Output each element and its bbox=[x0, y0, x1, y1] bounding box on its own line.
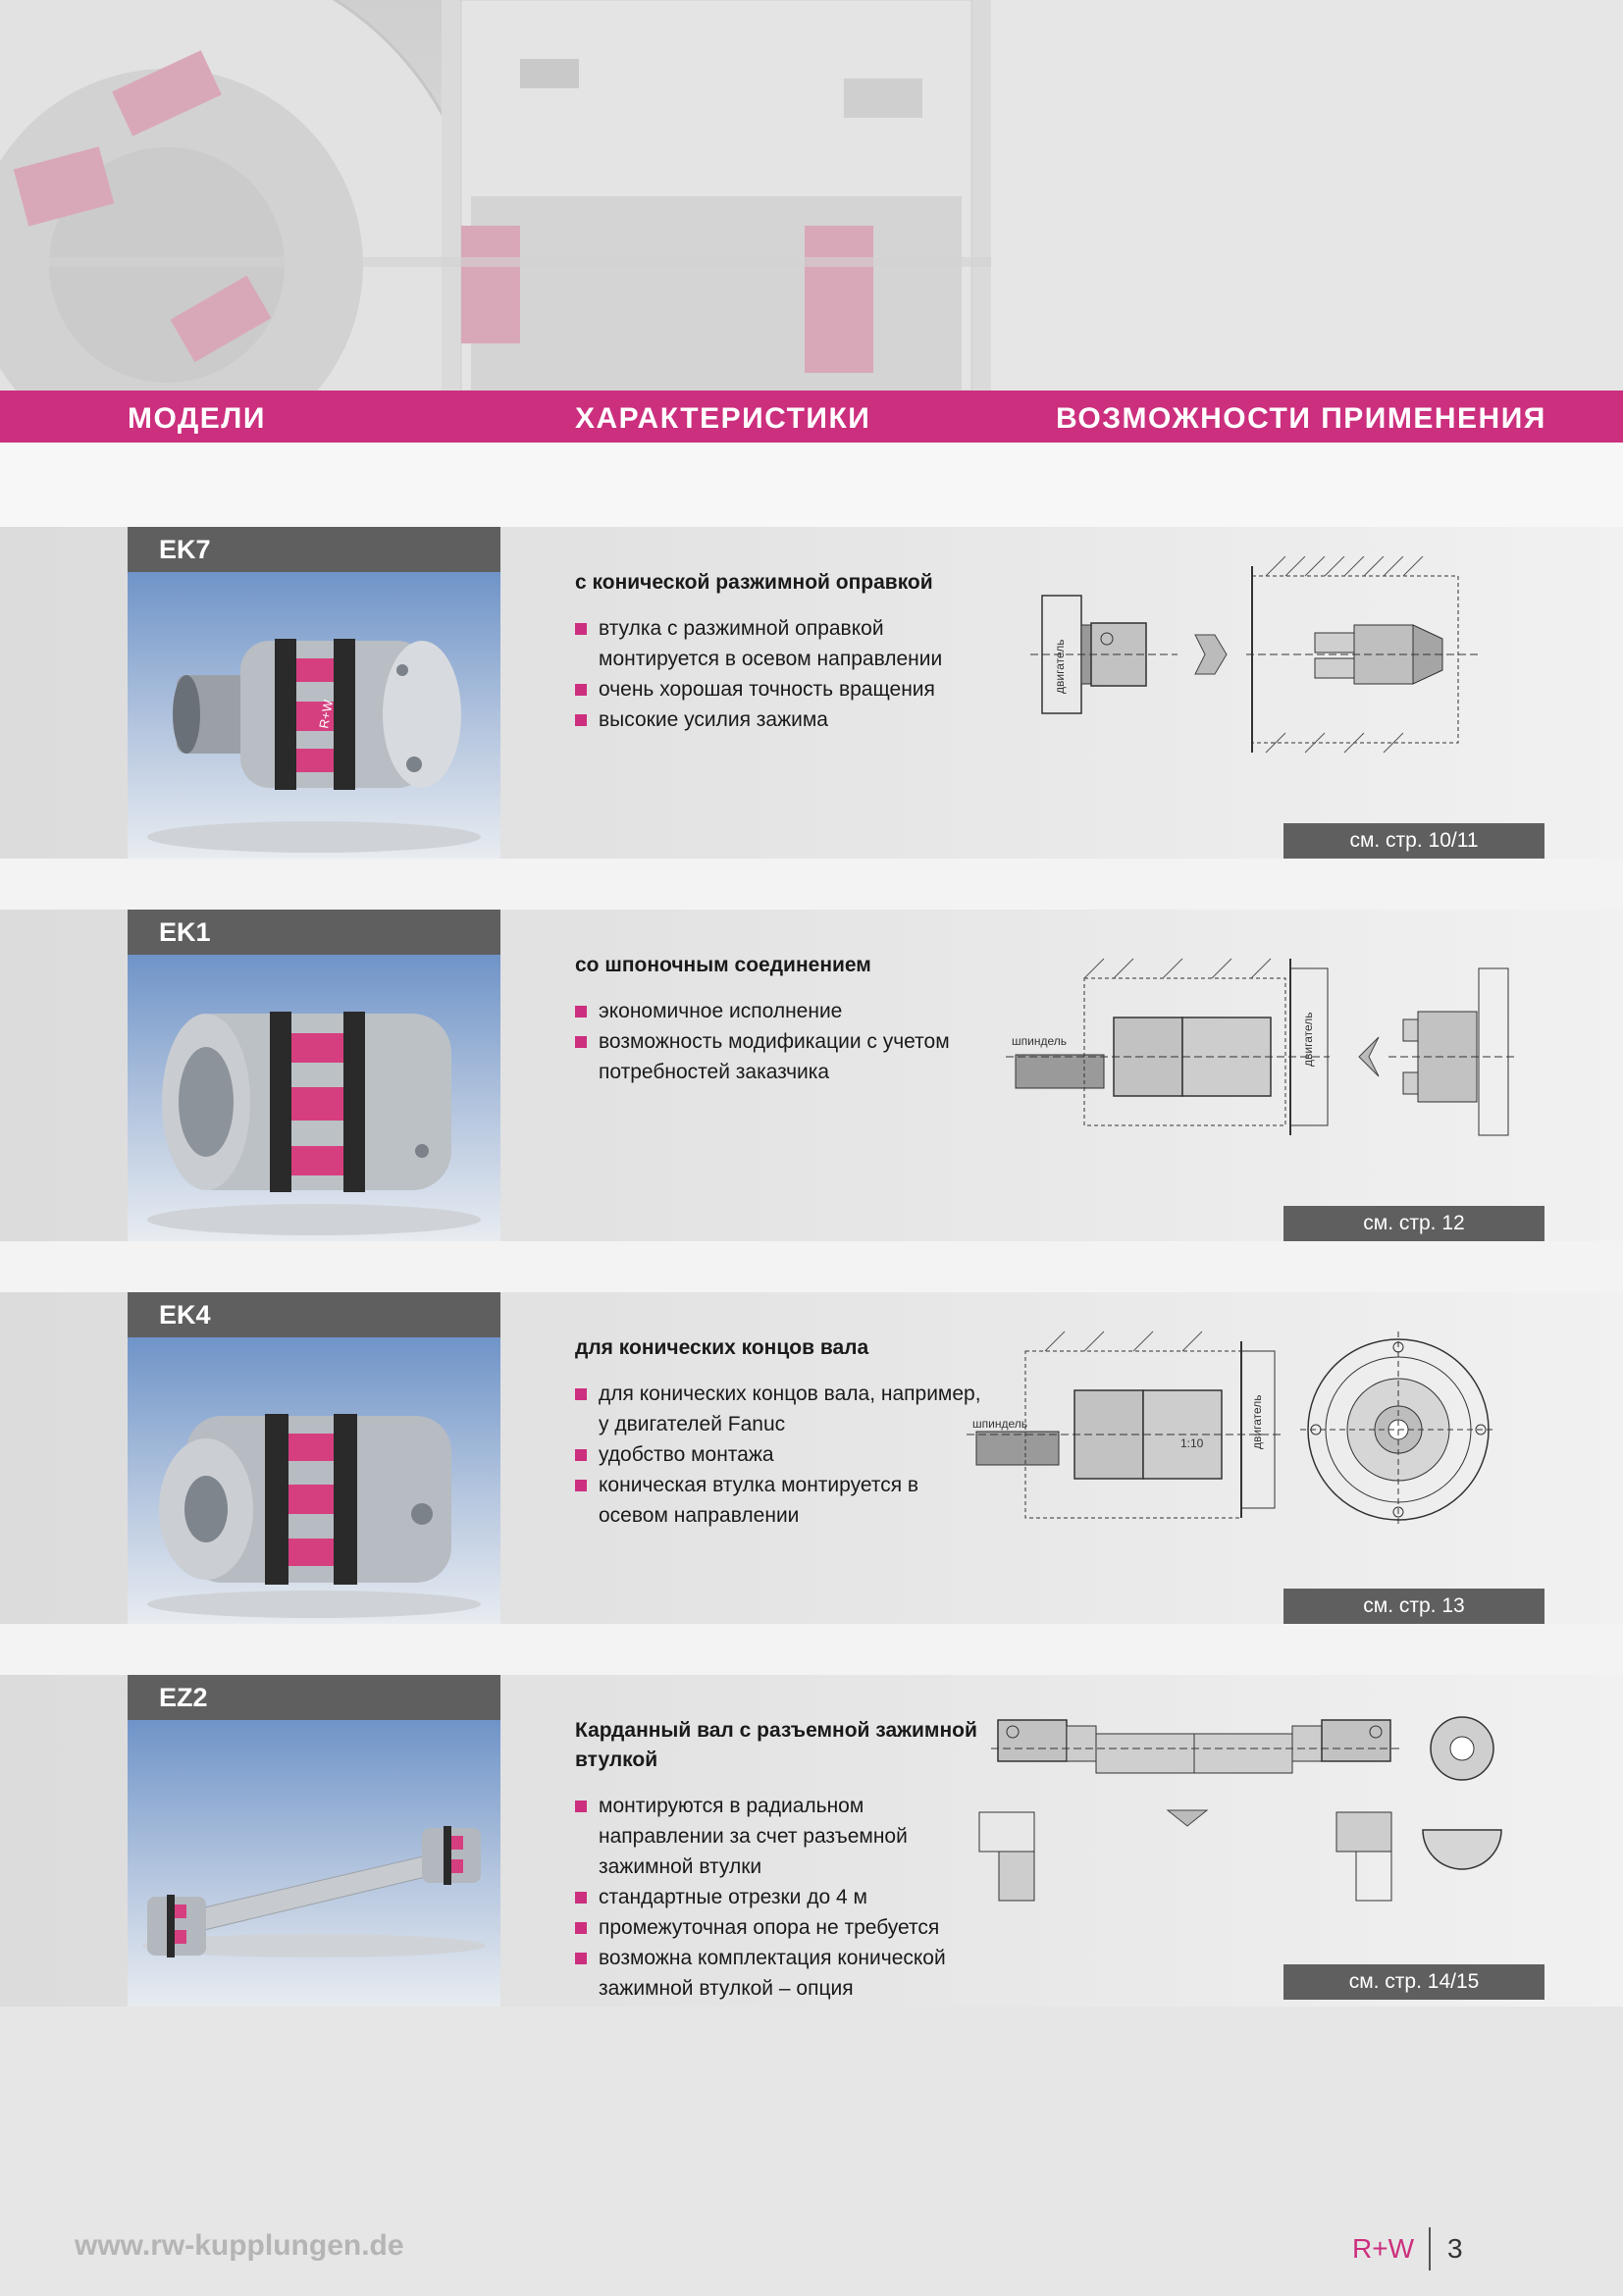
application-diagram bbox=[978, 1716, 1502, 1902]
footer-divider bbox=[1429, 2227, 1431, 2270]
row-gap bbox=[0, 1624, 1623, 1675]
page-number: 3 bbox=[1447, 2233, 1463, 2264]
product-photo: R+W bbox=[128, 572, 500, 859]
diagram-label: шпиндель bbox=[1012, 1034, 1067, 1048]
footer-brand: R+W bbox=[1352, 2233, 1414, 2264]
feature-item: экономичное исполнение bbox=[575, 996, 987, 1026]
model-tag: EZ2 bbox=[128, 1675, 500, 1720]
features-block: Карданный вал с разъемной зажимной втулк… bbox=[575, 1716, 987, 2004]
application-diagram: двигатель bbox=[1030, 556, 1482, 754]
feature-item: высокие усилия зажима bbox=[575, 704, 987, 735]
feature-item: возможна комплектация конической зажимно… bbox=[575, 1943, 987, 2004]
footer-website-link[interactable]: www.rw-kupplungen.de bbox=[75, 2229, 404, 2262]
product-photo bbox=[128, 1720, 500, 2007]
feature-item: удобство монтажа bbox=[575, 1439, 987, 1470]
feature-item: очень хорошая точность вращения bbox=[575, 674, 987, 704]
features-block: с конической разжимной оправкой втулка с… bbox=[575, 568, 987, 735]
feature-item: для конических концов вала, например, у … bbox=[575, 1379, 987, 1439]
feature-title: с конической разжимной оправкой bbox=[575, 571, 933, 594]
application-diagram: шпиндель 1:10 двигатель bbox=[967, 1331, 1496, 1528]
product-row-ek4: EK4 для конических концов вала для конич… bbox=[0, 1292, 1623, 1624]
product-row-ek1: EK1 со шпоночным соединением экономичное… bbox=[0, 910, 1623, 1241]
photo-brand-label: R+W bbox=[316, 698, 336, 729]
page-reference-button[interactable]: см. стр. 12 bbox=[1283, 1206, 1544, 1241]
product-row-ez2: EZ2 Карданный вал с разъемной зажимной в… bbox=[0, 1675, 1623, 2007]
product-photo bbox=[128, 955, 500, 1241]
page-reference-button[interactable]: см. стр. 13 bbox=[1283, 1589, 1544, 1624]
diagram-label: двигатель bbox=[1301, 1013, 1315, 1068]
features-block: для конических концов вала для конически… bbox=[575, 1333, 987, 1531]
feature-item: возможность модификации с учетом потребн… bbox=[575, 1026, 987, 1087]
feature-item: коническая втулка монтируется в осевом н… bbox=[575, 1470, 987, 1531]
feature-item: промежуточная опора не требуется bbox=[575, 1912, 987, 1943]
feature-item: монтируются в радиальном направлении за … bbox=[575, 1791, 987, 1882]
row-gap bbox=[0, 1241, 1623, 1292]
feature-item: втулка с разжимной оправкой монтируется … bbox=[575, 613, 987, 674]
feature-item: стандартные отрезки до 4 м bbox=[575, 1882, 987, 1912]
spacer-strip bbox=[0, 443, 1623, 527]
header-models: МОДЕЛИ bbox=[128, 402, 266, 435]
features-block: со шпоночным соединением экономичное исп… bbox=[575, 951, 987, 1087]
header-features: ХАРАКТЕРИСТИКИ bbox=[575, 402, 871, 435]
model-tag: EK7 bbox=[128, 527, 500, 572]
diagram-label: двигатель bbox=[1053, 640, 1067, 695]
header-applications: ВОЗМОЖНОСТИ ПРИМЕНЕНИЯ bbox=[1056, 402, 1546, 435]
product-photo bbox=[128, 1337, 500, 1624]
section-header-band: МОДЕЛИ ХАРАКТЕРИСТИКИ ВОЗМОЖНОСТИ ПРИМЕН… bbox=[0, 391, 1623, 443]
model-tag: EK1 bbox=[128, 910, 500, 955]
feature-title: Карданный вал с разъемной зажимной втулк… bbox=[575, 1719, 977, 1771]
page-reference-button[interactable]: см. стр. 14/15 bbox=[1283, 1964, 1544, 2000]
feature-title: со шпоночным соединением bbox=[575, 954, 871, 976]
application-diagram: шпиндель двигатель bbox=[1006, 958, 1516, 1136]
diagram-label: шпиндель bbox=[972, 1417, 1027, 1431]
model-tag: EK4 bbox=[128, 1292, 500, 1337]
diagram-label: 1:10 bbox=[1180, 1436, 1204, 1450]
feature-title: для конических концов вала bbox=[575, 1336, 869, 1359]
hero-coupling-image bbox=[0, 0, 1623, 391]
diagram-label: двигатель bbox=[1250, 1395, 1264, 1450]
row-gap bbox=[0, 859, 1623, 910]
page-reference-button[interactable]: см. стр. 10/11 bbox=[1283, 823, 1544, 859]
product-row-ek7: EK7 R+W с конической разжимной оправкой … bbox=[0, 527, 1623, 859]
